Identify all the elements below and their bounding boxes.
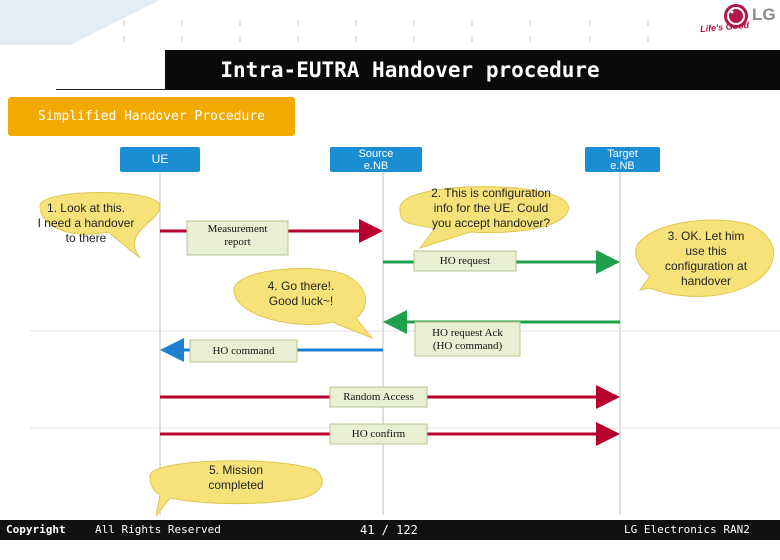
msg-box-ho-command (189, 339, 298, 363)
footer-bar (0, 520, 780, 540)
bubble-2-shape (399, 186, 569, 249)
msg-measurement-report: Measurement report (207, 223, 268, 249)
msg-ho-request-ack: HO request Ack (HO command) (432, 327, 503, 353)
entity-ue-label: UE (151, 152, 169, 166)
bubble-3-shape (635, 219, 774, 297)
msg-box-ho-confirm (329, 423, 428, 445)
entity-target-enb-label: Target e.NB (607, 148, 638, 172)
bubble-5-shape (149, 460, 323, 517)
slide: Life's Good LG Intra-EUTRA Handover proc… (0, 0, 780, 540)
bubble-3-text: 3. OK. Let him use this configuration at… (664, 229, 748, 288)
title-rule (56, 89, 166, 90)
entity-target-enb: Target e.NB (585, 147, 660, 172)
footer-rights: All Rights Reserved (95, 523, 221, 536)
title-bar (165, 50, 780, 90)
entity-source-enb-label: Source e.NB (358, 148, 394, 172)
msg-random-access: Random Access (343, 391, 414, 403)
entity-source-enb: Source e.NB (330, 147, 422, 172)
msg-box-ho-ack (414, 321, 521, 357)
msg-ho-confirm: HO confirm (351, 428, 406, 440)
bubble-4-shape (233, 268, 374, 340)
lg-logo-icon (724, 4, 748, 28)
sequence-diagram (30, 172, 780, 517)
brand-wordmark: LG (752, 5, 776, 24)
page-subtitle: Simplified Handover Procedure (38, 109, 265, 124)
subtitle-box (8, 97, 295, 136)
footer-copyright: Copyright (6, 523, 66, 536)
msg-ho-command: HO command (212, 345, 275, 357)
bubble-2-text: 2. This is configuration info for the UE… (431, 185, 551, 230)
msg-ho-request: HO request (439, 255, 491, 267)
footer-team: LG Electronics RAN2 Team (624, 523, 750, 556)
msg-box-random-access (329, 386, 428, 408)
msg-box-ho-request (413, 250, 517, 272)
bubble-1-text: 1. Look at this. I need a handover to th… (37, 200, 135, 245)
decor-dashes (0, 0, 649, 50)
footer-page-number: 41 / 122 (360, 523, 418, 537)
bubble-1-shape (39, 192, 161, 259)
page-title: Intra-EUTRA Handover procedure (220, 58, 600, 82)
bubble-5-text: 5. Mission completed (208, 463, 264, 492)
msg-box-measurement (186, 220, 289, 256)
bubble-4-text: 4. Go there!. Good luck~! (267, 279, 335, 308)
entity-ue: UE (120, 147, 200, 172)
